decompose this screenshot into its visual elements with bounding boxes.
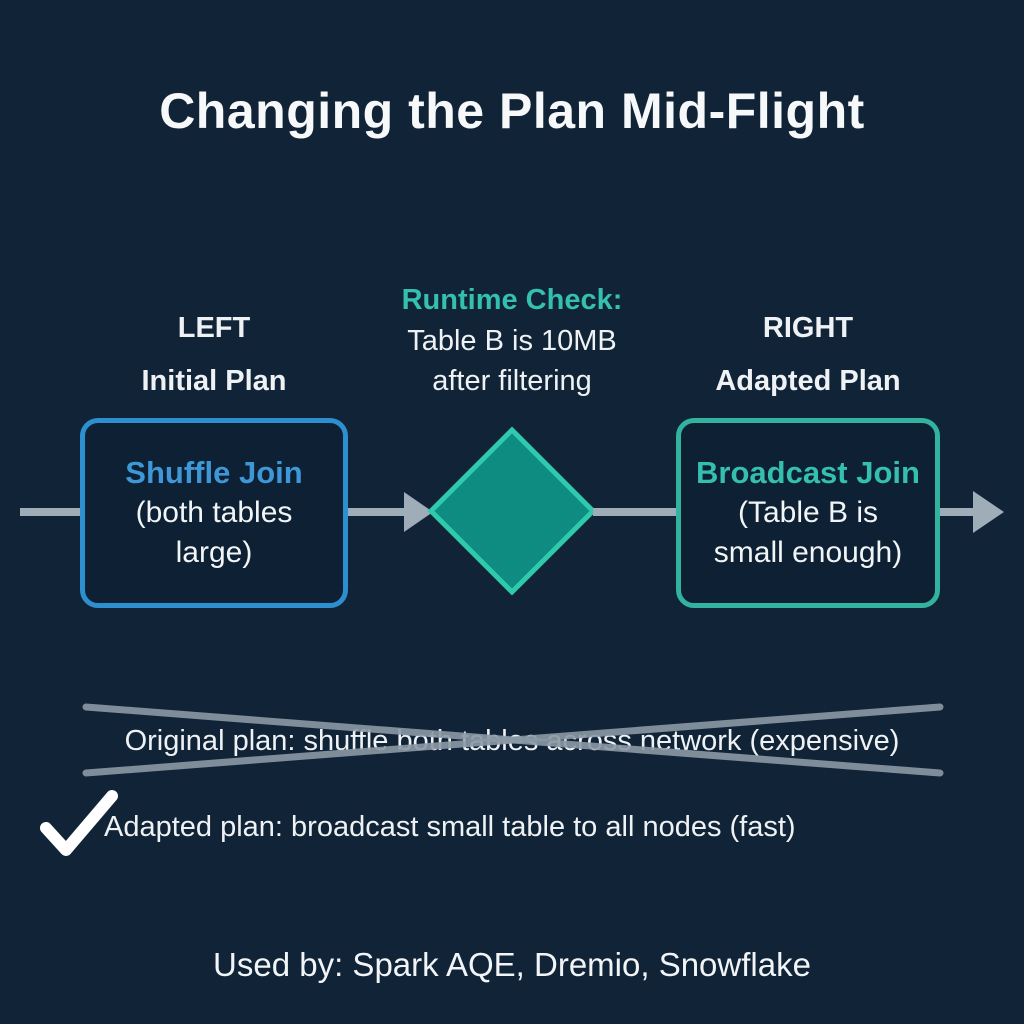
used-by-footer: Used by: Spark AQE, Dremio, Snowflake xyxy=(213,946,811,983)
broadcast-join-subtitle: (Table B is small enough) xyxy=(713,496,903,569)
checkmark-icon xyxy=(40,790,118,856)
runtime-check-heading: Runtime Check: xyxy=(401,284,623,316)
adapted-plan-label: Adapted Plan xyxy=(715,365,901,397)
page-title: Changing the Plan Mid-Flight xyxy=(159,83,865,139)
shuffle-join-subtitle: (both tables large) xyxy=(135,496,293,569)
decision-diamond xyxy=(427,426,597,596)
right-position-label: RIGHT xyxy=(762,312,854,344)
outgoing-arrowhead-icon xyxy=(973,491,1004,533)
initial-plan-label: Initial Plan xyxy=(141,365,287,397)
runtime-check-line1: Table B is 10MB xyxy=(407,325,617,357)
left-to-diamond-arrowhead-icon xyxy=(404,492,433,532)
left-position-label: LEFT xyxy=(177,312,251,344)
shuffle-join-node: Shuffle Join (both tables large) xyxy=(80,418,348,608)
broadcast-join-title: Broadcast Join xyxy=(696,455,920,490)
accepted-plan-note: Adapted plan: broadcast small table to a… xyxy=(104,811,796,843)
cross-out-x-icon xyxy=(82,703,944,777)
broadcast-join-node: Broadcast Join (Table B is small enough) xyxy=(676,418,940,608)
runtime-check-line2: after filtering xyxy=(432,365,592,397)
shuffle-join-title: Shuffle Join xyxy=(125,455,303,490)
